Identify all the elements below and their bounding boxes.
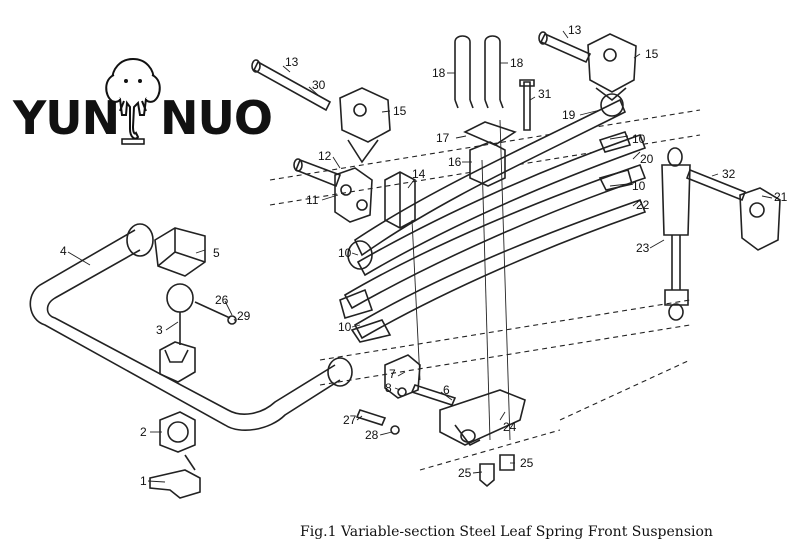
pin-13-left [251, 59, 332, 112]
bolt-31 [519, 79, 535, 131]
callout-8: 8 [385, 381, 392, 395]
callout-22: 22 [636, 198, 650, 212]
callout-12: 12 [318, 149, 332, 163]
callout-29: 29 [237, 309, 251, 323]
block-16 [469, 141, 506, 187]
callout-7: 7 [389, 367, 396, 381]
callout-26: 26 [215, 293, 229, 307]
callout-28: 28 [365, 428, 379, 442]
leaf-spring-assembly [339, 93, 647, 343]
shock-absorber-23 [661, 147, 691, 321]
brand-name-right: NUO [160, 91, 273, 145]
stabilizer-link-3 [159, 283, 237, 383]
callout-27: 27 [343, 413, 357, 427]
callout-13-right: 13 [568, 23, 582, 37]
front-shackle-11 [334, 167, 373, 223]
callout-14: 14 [412, 167, 426, 181]
callout-15-left: 15 [393, 104, 407, 118]
bushing-27 [355, 409, 387, 426]
brand-name-left: YUN [13, 91, 120, 145]
pin-13-right [538, 31, 592, 64]
callout-10-rear-upper: 10 [632, 132, 646, 146]
u-bolts-18 [454, 35, 504, 109]
bumper-25-left [479, 463, 495, 488]
bolt-28 [390, 425, 400, 435]
callout-18-right: 18 [510, 56, 524, 70]
axle-seat-24 [439, 389, 526, 447]
callout-31: 31 [538, 87, 552, 101]
callout-3: 3 [156, 323, 163, 337]
callout-10-front-upper: 10 [338, 246, 352, 260]
elephant-icon [105, 57, 161, 145]
frame-outline [269, 109, 701, 471]
rear-hanger-15 [587, 33, 637, 102]
bracket-1 [149, 454, 201, 499]
clamp-2 [159, 411, 196, 453]
callout-13-left: 13 [285, 55, 299, 69]
callout-10-front-lower: 10 [338, 320, 352, 334]
front-hanger-15 [339, 87, 391, 164]
nut-8 [397, 387, 407, 397]
callout-25-right: 25 [520, 456, 534, 470]
bracket-5 [154, 227, 206, 277]
callout-17: 17 [436, 131, 450, 145]
callout-4: 4 [60, 244, 67, 258]
bolt-32 [685, 168, 747, 202]
callout-5: 5 [213, 246, 220, 260]
callout-6: 6 [443, 383, 450, 397]
callout-20: 20 [640, 152, 654, 166]
callout-24: 24 [503, 420, 517, 434]
bracket-7 [384, 354, 421, 399]
leader-lines [67, 30, 773, 483]
plate-17 [463, 121, 517, 146]
shackle-pin-12 [293, 158, 342, 188]
bracket-14 [384, 171, 416, 229]
callout-1: 1 [140, 474, 147, 488]
stabilizer-bar [29, 223, 353, 431]
callout-21: 21 [774, 190, 788, 204]
callout-15-right: 15 [645, 47, 659, 61]
shock-mount-21 [739, 187, 781, 251]
callout-11: 11 [306, 193, 319, 207]
bolt-6 [410, 384, 457, 406]
brand-logo: YUN NUO [10, 55, 273, 150]
callout-30: 30 [312, 78, 326, 92]
callout-32: 32 [722, 167, 736, 181]
figure-caption: Fig.1 Variable-section Steel Leaf Spring… [300, 524, 713, 540]
callout-10-rear-lower: 10 [632, 179, 646, 193]
bumper-25-right [499, 454, 515, 471]
callout-23: 23 [636, 241, 650, 255]
callout-2: 2 [140, 425, 147, 439]
callout-25-left: 25 [458, 466, 472, 480]
callout-18-left: 18 [432, 66, 446, 80]
callout-16: 16 [448, 155, 462, 169]
callout-19: 19 [562, 108, 576, 122]
